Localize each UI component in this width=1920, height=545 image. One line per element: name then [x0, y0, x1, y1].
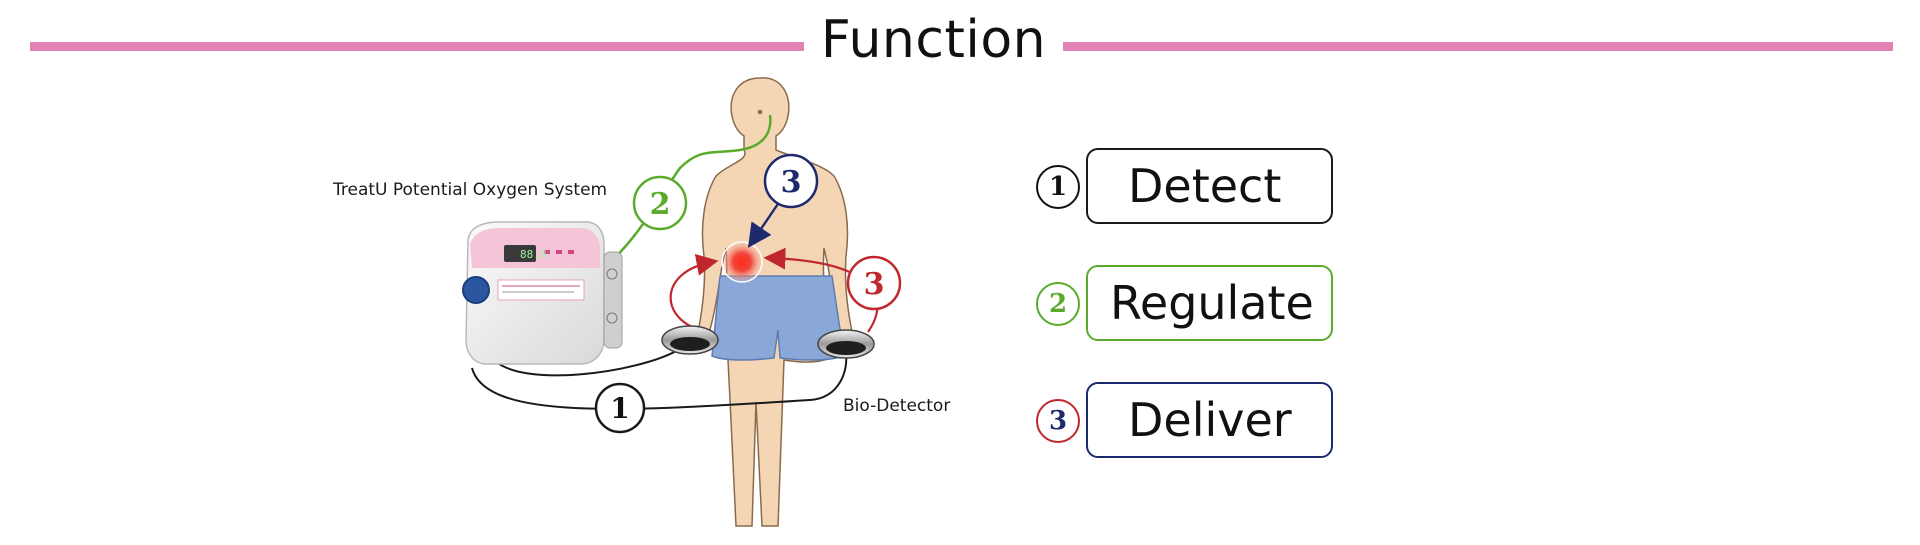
- marker-black: 1: [594, 382, 646, 434]
- function-number: 2: [1036, 282, 1080, 326]
- target-glow-icon: [721, 241, 763, 283]
- oxygen-tube: [607, 114, 772, 265]
- marker-red: 3: [846, 255, 902, 311]
- bio-detector-label: Bio-Detector: [843, 396, 951, 416]
- function-regulate: 2 Regulate: [1036, 265, 1336, 343]
- wire-right: [471, 353, 848, 410]
- svg-text:2: 2: [650, 187, 671, 222]
- function-deliver: 3 Deliver: [1036, 382, 1336, 460]
- title-rule-right: [1063, 42, 1893, 51]
- svg-text:1: 1: [610, 392, 629, 425]
- marker-green: 2: [632, 175, 688, 231]
- red-arrow-left: [669, 254, 719, 332]
- title-rule-left: [30, 42, 804, 51]
- svg-text:3: 3: [781, 165, 802, 200]
- system-label: TreatU Potential Oxygen System: [333, 180, 608, 200]
- electrode-icon: [661, 325, 875, 359]
- function-number: 1: [1036, 165, 1080, 209]
- marker-navy: 3: [763, 153, 819, 209]
- function-label: Regulate: [1086, 265, 1333, 341]
- device-display: 88.8: [520, 248, 547, 261]
- device-icon: [462, 221, 623, 365]
- navy-arrow: [747, 197, 783, 248]
- title-bar: Function: [0, 0, 1920, 90]
- page-title: Function: [820, 10, 1047, 70]
- function-number: 3: [1036, 399, 1080, 443]
- function-label: Deliver: [1086, 382, 1333, 458]
- wire-left: [491, 349, 679, 377]
- svg-text:3: 3: [864, 267, 885, 302]
- function-detect: 1 Detect: [1036, 148, 1336, 226]
- function-label: Detect: [1086, 148, 1333, 224]
- human-figure-icon: [697, 77, 853, 527]
